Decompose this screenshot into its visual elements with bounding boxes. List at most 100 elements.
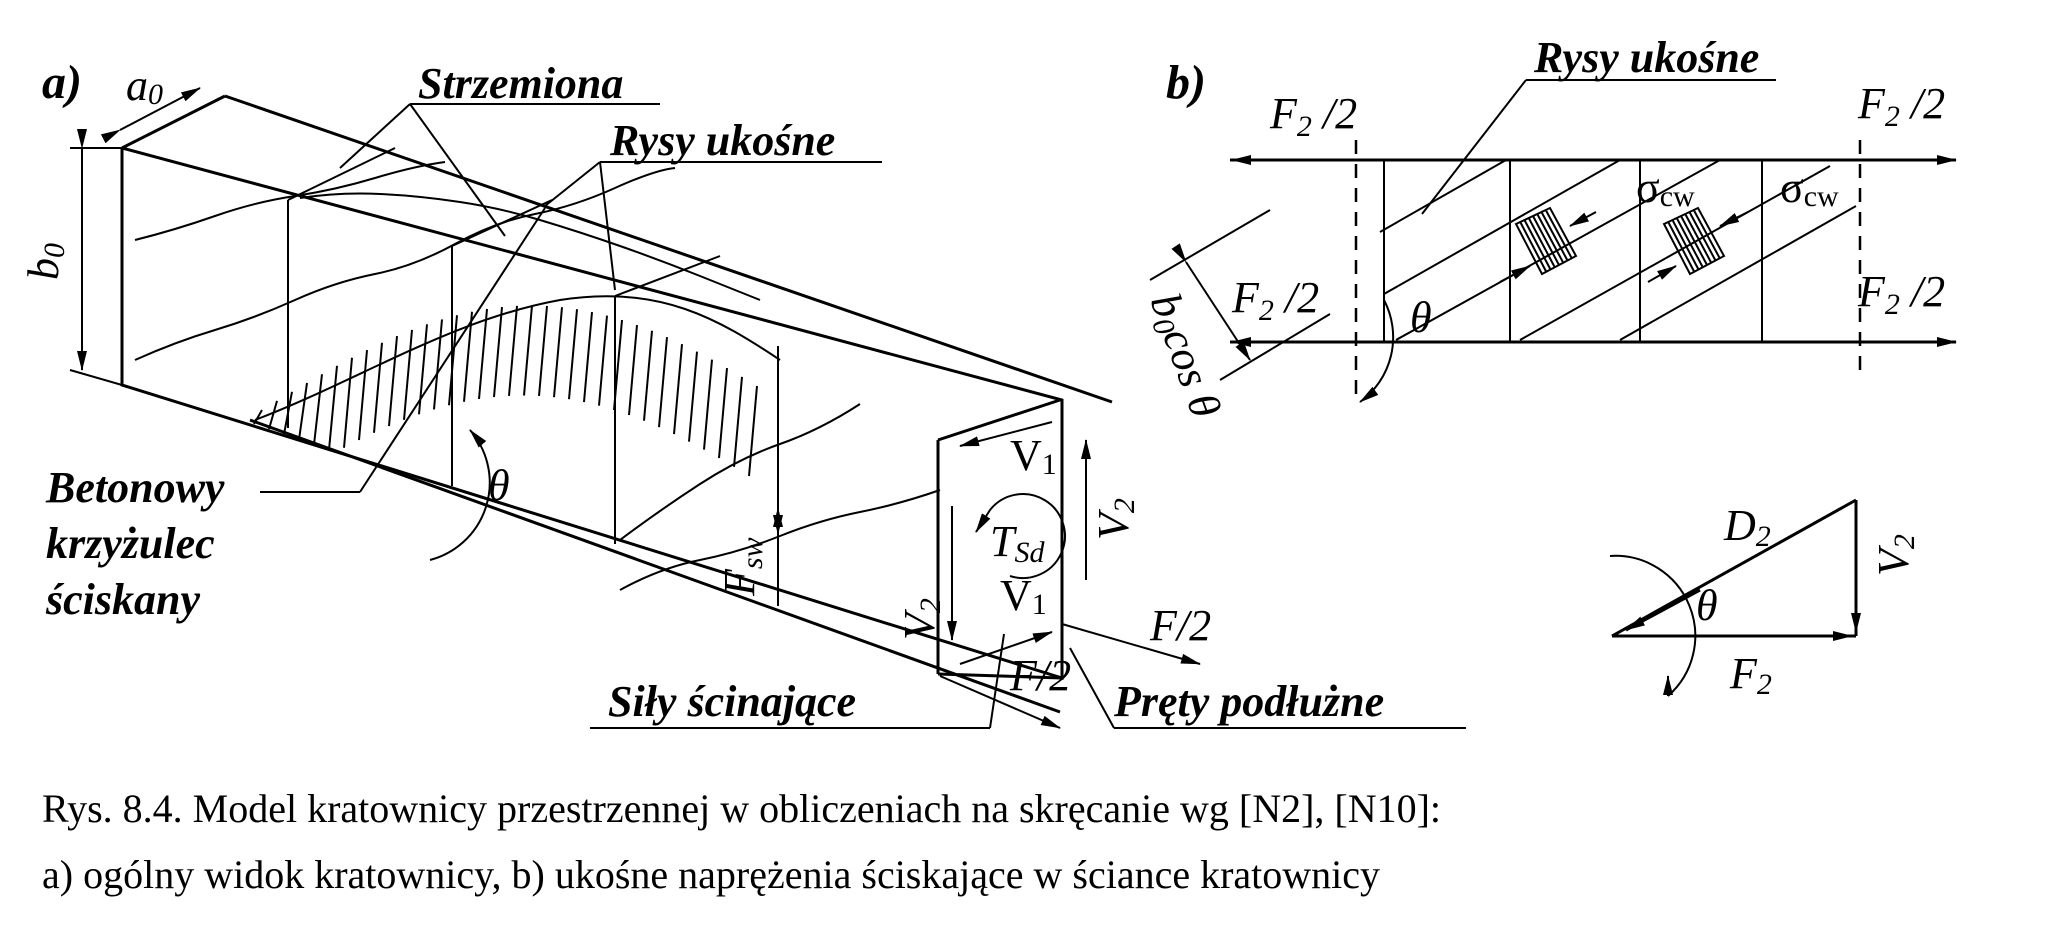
panel-a-label: a) xyxy=(42,56,82,109)
betonowy-leader xyxy=(359,207,546,493)
panel-a: a) xyxy=(19,56,1466,729)
f2-label-c: F2 xyxy=(1729,649,1772,701)
theta-label-a: θ xyxy=(488,461,510,510)
a0-label: a0 xyxy=(126,61,163,111)
betonowy-label-1: Betonowy xyxy=(45,463,225,512)
stress-element-hatch-line xyxy=(1532,215,1560,266)
sigma-2-in-arrow-2 xyxy=(1719,211,1749,227)
strut-hatch-line xyxy=(463,311,473,402)
triangle-d2-hyp xyxy=(1611,498,1857,638)
box-top-back-edge xyxy=(224,94,1113,404)
strut-hatch-line xyxy=(553,307,563,398)
strzemiona-label: Strzemiona xyxy=(418,59,623,108)
v1-bottom-label: V1 xyxy=(1000,571,1047,621)
crack-line-3 xyxy=(299,192,761,301)
stress-element-hatch xyxy=(1514,206,1726,276)
strut-hatch-line xyxy=(358,349,368,441)
d2-label: D2 xyxy=(1723,501,1771,553)
strut-hatch-line xyxy=(253,409,263,425)
stress-element-hatch-line xyxy=(1527,217,1556,268)
strzemiona-leader-1 xyxy=(339,103,411,169)
theta-arc-b xyxy=(1359,299,1395,403)
strip-crack-3 xyxy=(1395,159,1721,341)
strut-hatch-line xyxy=(703,359,713,450)
stress-element-hatch-line xyxy=(1540,211,1569,261)
strut-hatch-line xyxy=(598,315,608,406)
theta-label-b: θ xyxy=(1410,293,1432,342)
v2-left-label: V2 xyxy=(895,598,947,640)
b0-label: b0 xyxy=(19,243,71,280)
strip-crack-2 xyxy=(1383,159,1621,295)
stirrup-3-top xyxy=(614,255,721,297)
rysy-label-a: Rysy ukośne xyxy=(609,116,835,165)
v1-bottom-arrow xyxy=(959,631,1053,665)
strut-hatch-line xyxy=(733,376,743,467)
caption-line-1: Rys. 8.4. Model kratownicy przestrzennej… xyxy=(42,786,1441,831)
strut-hatch-line xyxy=(613,319,623,411)
strut-hatch-line xyxy=(538,305,548,397)
strip-crack-4 xyxy=(1519,165,1831,341)
rysy-a-leader-1 xyxy=(544,161,601,207)
f2-top-right-label: F2 /2 xyxy=(1857,79,1945,133)
rysy-b-leader xyxy=(1421,79,1527,215)
box-bottom-back-edge xyxy=(249,418,1061,714)
tsd-arrow xyxy=(975,509,991,533)
theta-arc-a xyxy=(429,429,491,561)
strut-hatch-line xyxy=(643,330,653,421)
diagonal-cracks xyxy=(134,161,941,591)
box-end-top-edge xyxy=(937,398,1061,442)
f2-right-arrow xyxy=(1061,623,1201,665)
strut-hatch-lines xyxy=(253,305,758,477)
f2-right-label: F/2 xyxy=(1149,601,1211,650)
strip-crack-1 xyxy=(1379,159,1507,233)
tsd-arc xyxy=(989,493,1066,579)
f2-bottom-label: F/2 xyxy=(1009,651,1071,700)
strzemiona-leader-2 xyxy=(409,103,506,237)
panel-b-label: b) xyxy=(1166,56,1206,109)
rysy-label-b: Rysy ukośne xyxy=(1533,33,1759,82)
sily-label: Siły ścinające xyxy=(608,677,856,726)
sigma-1-in-arrow xyxy=(1499,265,1531,283)
strut-hatch-line xyxy=(718,367,728,459)
v1-top-label: V1 xyxy=(1010,431,1057,481)
b0cos-dimension-line xyxy=(1171,243,1251,361)
crack-line-2 xyxy=(134,161,446,241)
betonowy-label-3: ściskany xyxy=(45,575,200,624)
strut-hatch-line xyxy=(298,382,308,440)
stress-element-hatch-line xyxy=(1536,213,1565,264)
strut-hatch-line xyxy=(568,309,578,400)
tsd-label: TSd xyxy=(990,517,1045,569)
sigma-1-in-arrow-2 xyxy=(1569,211,1597,227)
stress-element-hatch-line xyxy=(1675,217,1704,268)
betonowy-label-2: krzyżulec xyxy=(46,519,215,568)
a0-dimension-line xyxy=(100,87,201,144)
crack-line-1 xyxy=(134,167,676,361)
stress-element-hatch-line xyxy=(1544,209,1573,259)
f2-top-left-label: F2 /2 xyxy=(1269,89,1357,143)
strut-hatch-line xyxy=(628,324,638,416)
stress-element-hatch-line xyxy=(1688,211,1717,261)
crack-line-4 xyxy=(619,403,861,541)
strut-hatch-line xyxy=(478,308,488,400)
b0cos-ext-2 xyxy=(1219,313,1331,381)
f2-mid-right-label: F2 /2 xyxy=(1857,267,1945,321)
prety-label: Pręty podłużne xyxy=(1113,677,1384,726)
truss-box xyxy=(120,94,1113,714)
v2-right-label: V2 xyxy=(1089,498,1141,540)
v1-top-arrow xyxy=(959,421,1053,447)
strut-hatch-line xyxy=(328,365,338,450)
strut-hatch-line xyxy=(673,344,683,435)
force-triangle: θ D2 V2 F2 xyxy=(1609,498,1921,701)
stirrup-1-top xyxy=(287,147,396,201)
stress-element-hatch-line xyxy=(1684,213,1713,264)
concrete-strut-hatch xyxy=(253,295,781,477)
sigma-2-in-arrow xyxy=(1647,265,1677,283)
strip-cracks xyxy=(1379,159,1857,341)
stress-element-hatch-line xyxy=(1692,209,1721,259)
strut-hatch-line xyxy=(523,305,533,396)
strip-crack-5 xyxy=(1619,205,1857,341)
sigma-2-label: σcw xyxy=(1780,163,1839,213)
strut-outline xyxy=(254,295,781,421)
strut-hatch-line xyxy=(658,337,668,428)
